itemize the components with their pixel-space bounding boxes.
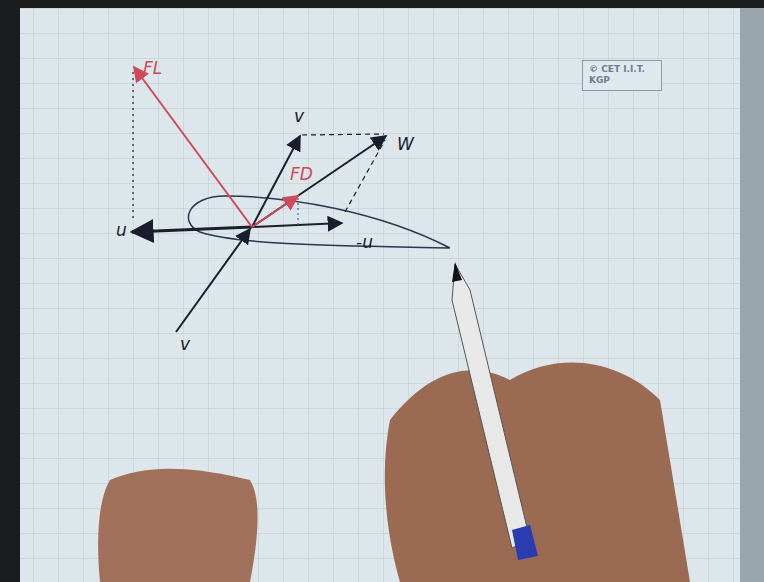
- vector-label: v: [180, 336, 190, 353]
- dashed-line: [302, 134, 384, 135]
- drag-vector: [252, 196, 298, 227]
- paper-edge: [740, 8, 764, 582]
- grid: [20, 8, 752, 582]
- airfoil: [188, 196, 450, 248]
- hand: [385, 363, 690, 582]
- hand: [98, 469, 257, 582]
- vector-label: v: [294, 108, 304, 125]
- vector-label: -u: [356, 234, 373, 251]
- vector-label: FD: [290, 166, 313, 183]
- watermark-text: © CET I.I.T. KGP: [589, 64, 655, 87]
- minus-u-vector: [252, 223, 342, 227]
- v-inlet-vector: [176, 229, 250, 332]
- paper: [20, 8, 752, 582]
- pen-tip: [452, 262, 462, 282]
- vector-label: FL: [143, 60, 162, 77]
- dashed-line: [345, 140, 385, 212]
- pen-cap: [512, 525, 538, 560]
- dotted-line: [132, 72, 133, 222]
- dotted-line: [297, 198, 298, 225]
- pen: [452, 264, 530, 548]
- vector-label: u: [116, 222, 127, 239]
- u-vector: [132, 227, 252, 232]
- lift-vector: [134, 67, 252, 227]
- watermark-box: © CET I.I.T. KGP: [582, 60, 662, 91]
- w-vector: [252, 136, 386, 227]
- vector-label: W: [397, 136, 414, 153]
